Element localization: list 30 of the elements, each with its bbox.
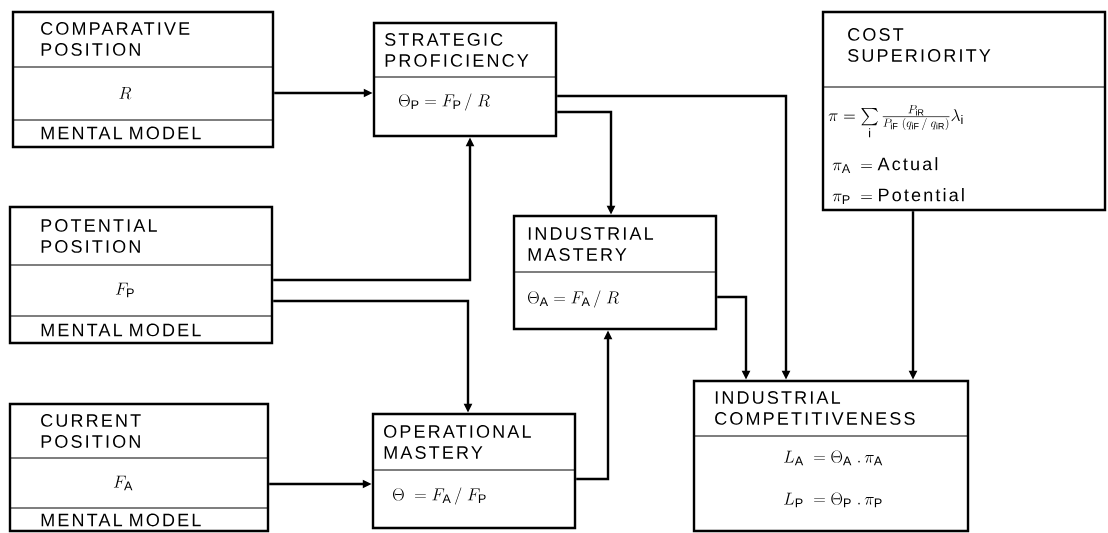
box-heading: INDUSTRIAL MASTERY: [528, 227, 654, 261]
box-heading: MENTAL MODEL: [41, 513, 201, 527]
formula: $L_{\mathrm{P}} \;= \Theta_{\mathrm{P}}\;.\,\pi_{\mathrm{P}}$: [784, 492, 882, 508]
model-box: [371, 412, 577, 530]
box-heading: POTENTIAL POSITION: [41, 219, 157, 253]
model-box: [821, 10, 1107, 212]
box-heading: STRATEGIC PROFICIENCY: [385, 33, 529, 67]
formula: $\Theta_{\mathrm{A}} = F_{\mathrm{A}}\,/\;R$: [528, 290, 619, 308]
box-heading: COMPARATIVE POSITION: [41, 22, 190, 56]
box-heading: MENTAL MODEL: [41, 323, 201, 337]
formula: $L_{\mathrm{A}} \;= \Theta_{\mathrm{A}}\;.\,\pi_{\mathrm{A}}$: [784, 450, 883, 466]
box-heading: CURRENT POSITION: [41, 414, 141, 448]
model-box: [8, 205, 274, 345]
formula: $F_{\mathrm{P}}$: [115, 282, 134, 298]
box-heading: MENTAL MODEL: [41, 126, 201, 140]
model-box: [372, 21, 558, 138]
formula: $\pi = \sum\limits_{\mathrm{i}} \frac{P_{\mathrm{iR}}}{P_{\mathrm{iF}}\;(q_{\mathrm{iF}}\,/\;q_{\mathrm{iR}})}\lambda_{\mathrm{i}}$: [828, 105, 963, 138]
formula: $\pi_{\mathrm{A}} \;= \text{Actual}$: [832, 157, 938, 173]
model-box: [512, 214, 718, 331]
box-heading: COST SUPERIORITY: [848, 28, 991, 62]
formula: $R$: [119, 87, 132, 100]
formula: $F_{\mathrm{A}}$: [113, 475, 133, 491]
box-heading: INDUSTRIAL COMPETITIVENESS: [715, 391, 915, 425]
model-box: [692, 379, 970, 533]
formula: $\Theta \;= F_{\mathrm{A}}\,/\;F_{\mathrm{P}}$: [393, 487, 486, 505]
formula: $\pi_{\mathrm{P}} \;= \text{Potential}$: [832, 188, 964, 204]
box-heading: OPERATIONAL MASTERY: [384, 425, 531, 459]
model-box: [11, 10, 275, 149]
formula: $\Theta_{\mathrm{P}} = F_{\mathrm{P}}\,/\;R$: [399, 93, 490, 111]
model-box: [8, 402, 270, 533]
